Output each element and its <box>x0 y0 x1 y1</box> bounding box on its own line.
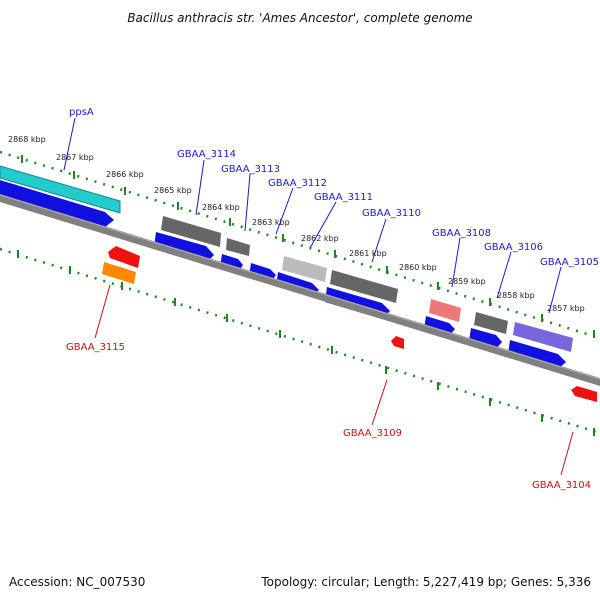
kbp-label: 2861 kbp <box>349 249 387 258</box>
gene-GBAA_3104-feature[interactable] <box>571 386 597 402</box>
gene-label-GBAA_3112[interactable]: GBAA_3112 <box>268 178 327 189</box>
kbp-label: 2859 kbp <box>448 277 486 286</box>
kbp-label: 2866 kbp <box>106 170 144 179</box>
gene-GBAA_3106-cds[interactable] <box>469 328 502 349</box>
reverse-features <box>102 246 597 402</box>
forward-features <box>0 165 573 369</box>
gene-label-GBAA_3113[interactable]: GBAA_3113 <box>221 164 280 175</box>
accession-text: Accession: NC_007530 <box>9 575 145 589</box>
major-ticks-top <box>21 155 595 338</box>
backbone-highlight <box>0 194 600 380</box>
gene-GBAA_3110-feature[interactable] <box>330 270 398 303</box>
kbp-label: 2862 kbp <box>301 234 339 243</box>
kbp-label: 2868 kbp <box>8 135 46 144</box>
kbp-label: 2867 kbp <box>56 153 94 162</box>
gene-GBAA_3113-feature[interactable] <box>226 238 250 256</box>
gene-label-GBAA_3109[interactable]: GBAA_3109 <box>343 428 402 439</box>
leader-lines <box>63 117 574 476</box>
tick-row-bottom <box>0 247 600 435</box>
gene-label-GBAA_3114[interactable]: GBAA_3114 <box>177 149 236 160</box>
gene-GBAA_3109-feature[interactable] <box>391 336 404 349</box>
gene-GBAA_3111-feature[interactable] <box>282 256 327 282</box>
kbp-label: 2860 kbp <box>399 263 437 272</box>
gene-labels: ppsA GBAA_3114 GBAA_3113 GBAA_3112 GBAA_… <box>66 107 599 491</box>
kbp-label: 2858 kbp <box>497 291 535 300</box>
kbp-label: 2865 kbp <box>154 186 192 195</box>
gene-label-GBAA_3115[interactable]: GBAA_3115 <box>66 342 125 353</box>
kbp-label: 2857 kbp <box>547 304 585 313</box>
gene-GBAA_3115-feature-orange[interactable] <box>102 262 136 284</box>
kbp-label: 2864 kbp <box>202 203 240 212</box>
gene-label-GBAA_3111[interactable]: GBAA_3111 <box>314 192 373 203</box>
major-ticks-bottom <box>17 250 595 436</box>
gene-GBAA_3115-feature-red[interactable] <box>108 246 140 268</box>
gene-GBAA_3105-cds[interactable] <box>508 340 566 369</box>
gene-GBAA_3106-feature[interactable] <box>474 312 508 334</box>
gene-GBAA_3114-feature[interactable] <box>161 216 221 247</box>
gene-ppsA-cds[interactable] <box>0 180 114 228</box>
map-title: Bacillus anthracis str. 'Ames Ancestor',… <box>127 11 472 25</box>
gene-label-ppsA[interactable]: ppsA <box>69 107 94 118</box>
genome-summary-text: Topology: circular; Length: 5,227,419 bp… <box>260 575 591 589</box>
gene-label-GBAA_3110[interactable]: GBAA_3110 <box>362 208 421 219</box>
gene-GBAA_3105-feature[interactable] <box>513 322 573 352</box>
genome-backbone <box>0 194 600 386</box>
gene-label-GBAA_3104[interactable]: GBAA_3104 <box>532 480 591 491</box>
gene-label-GBAA_3108[interactable]: GBAA_3108 <box>432 228 491 239</box>
tick-row-top <box>0 150 600 340</box>
kbp-scale: 2868 kbp 2867 kbp 2866 kbp 2865 kbp 2864… <box>8 135 585 313</box>
gene-label-GBAA_3105[interactable]: GBAA_3105 <box>540 257 599 268</box>
gene-GBAA_3108-feature[interactable] <box>429 299 461 322</box>
gene-ppsA-feature[interactable] <box>0 165 121 214</box>
kbp-label: 2863 kbp <box>252 218 290 227</box>
gene-label-GBAA_3106[interactable]: GBAA_3106 <box>484 242 543 253</box>
